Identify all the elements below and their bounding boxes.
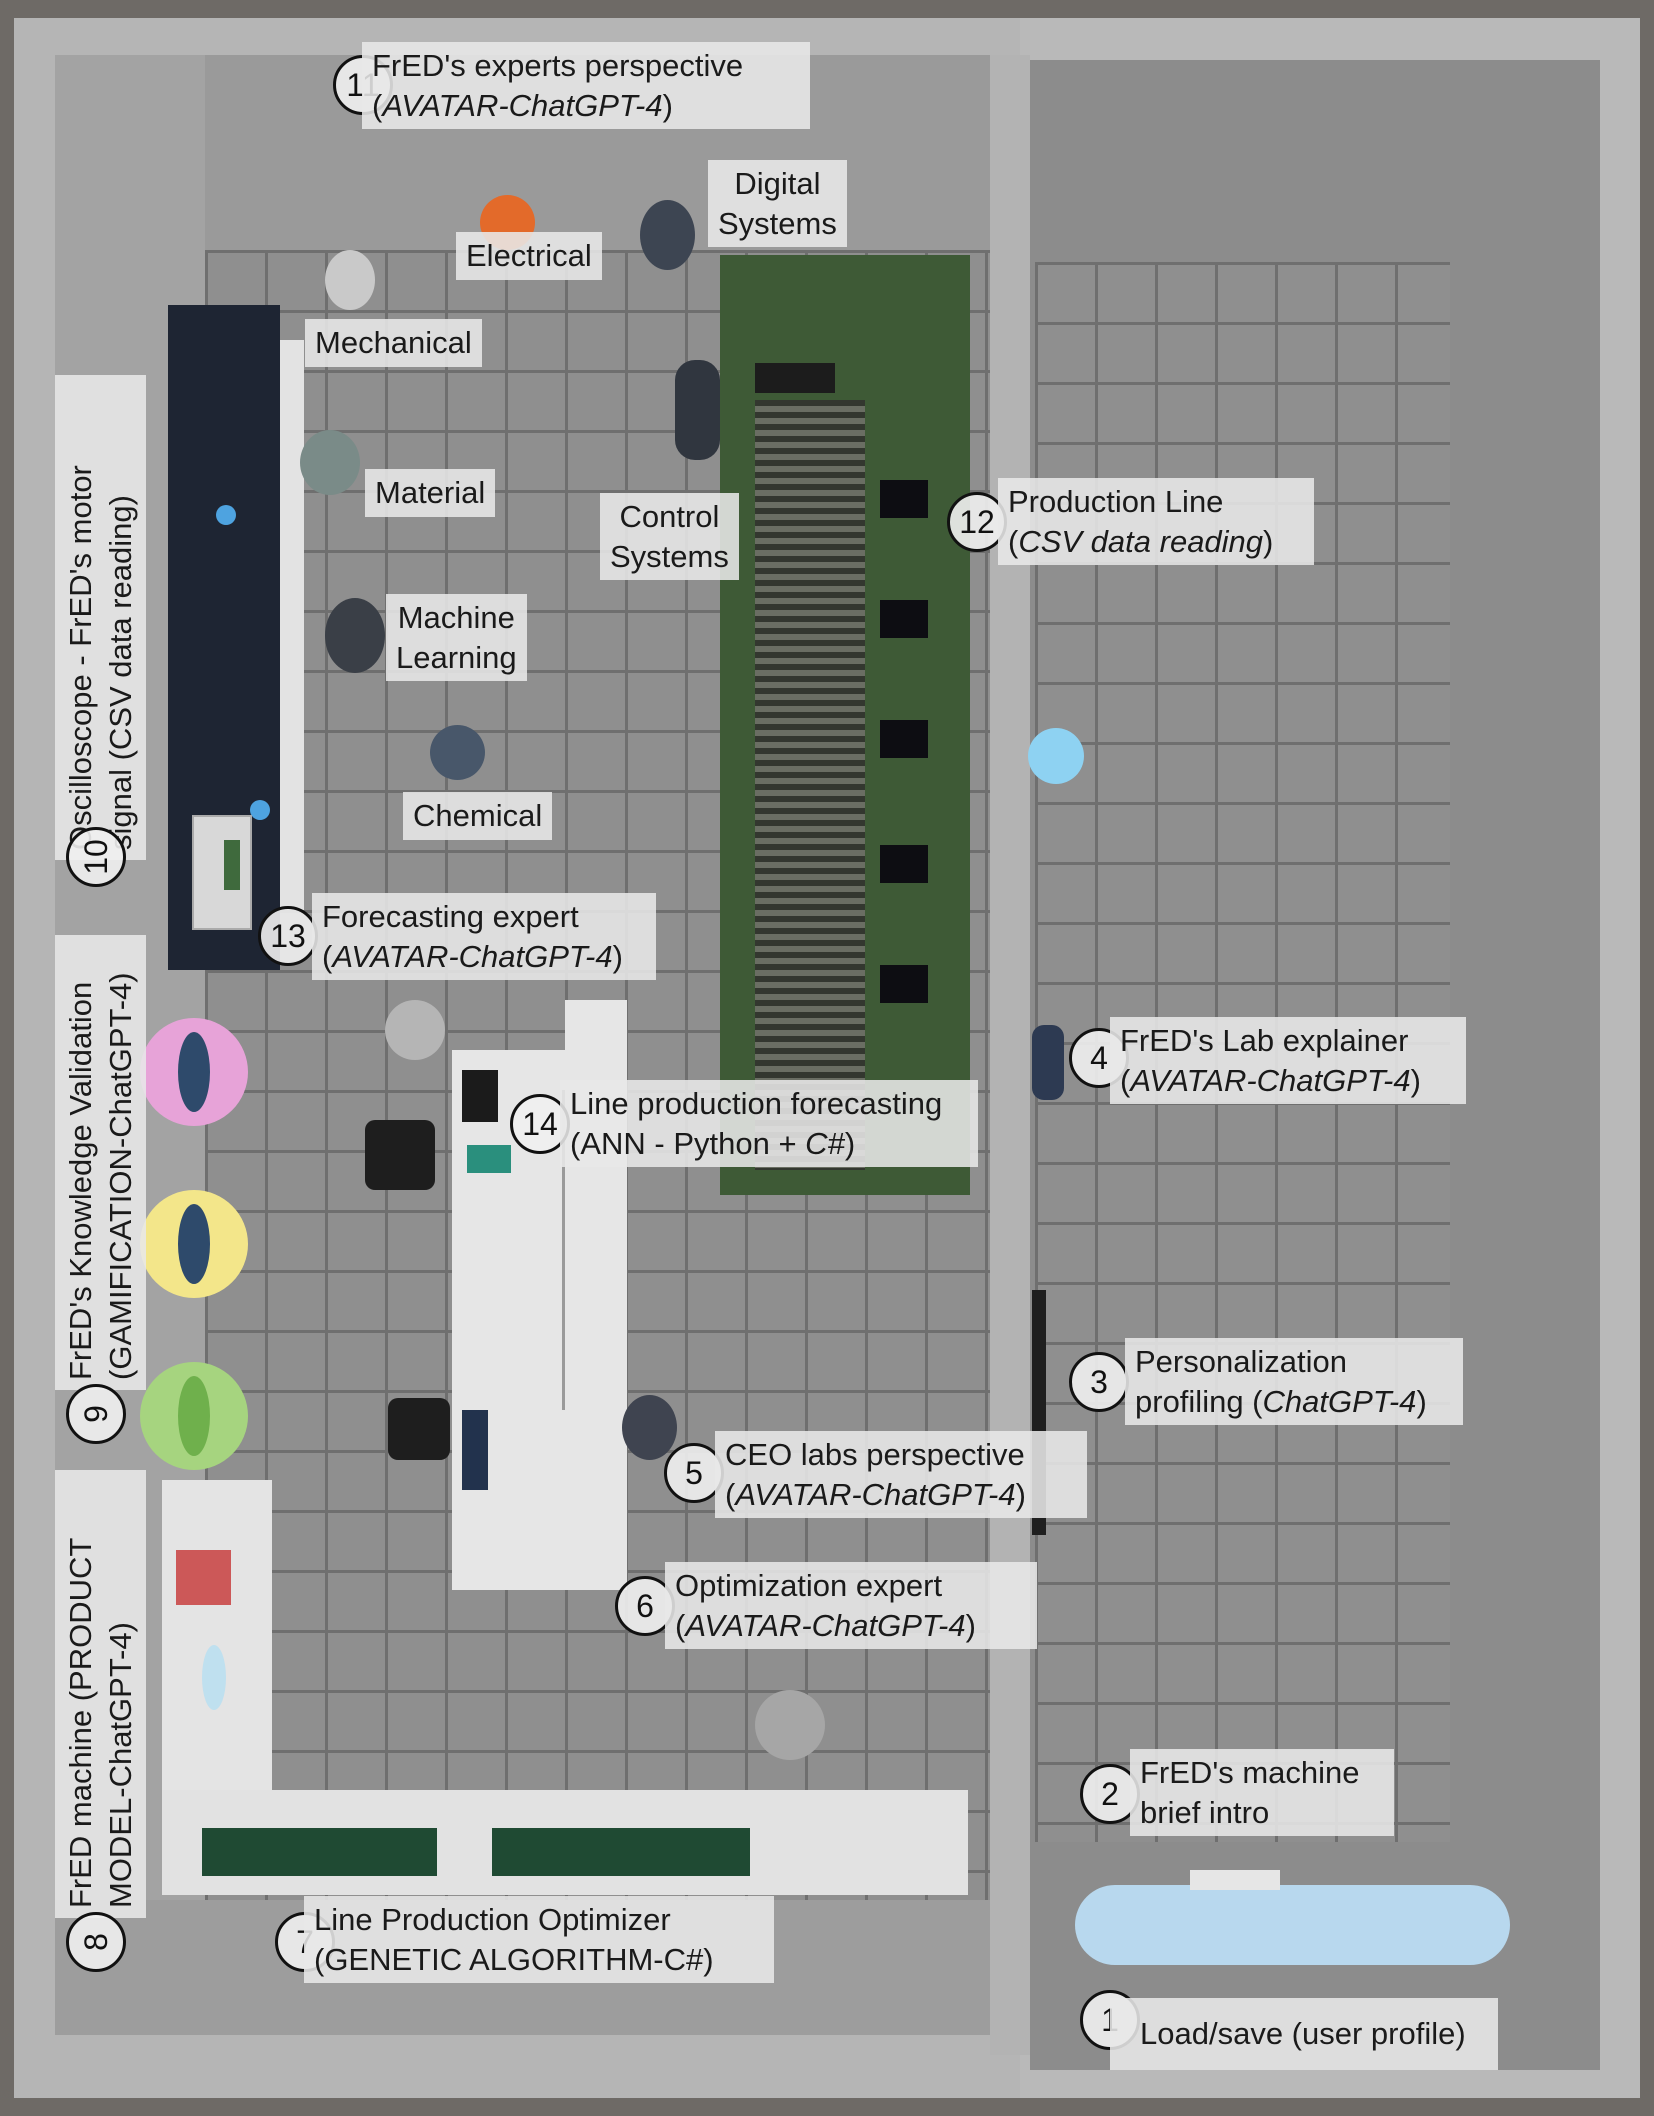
- label-fred-machine: FrED machine (PRODUCT MODEL-ChatGPT-4): [55, 1470, 147, 1918]
- chair-icon: [365, 1120, 435, 1190]
- label-material: Material: [365, 469, 496, 517]
- label-line-forecasting: Line production forecasting (ANN - Pytho…: [560, 1080, 978, 1168]
- avatar: [1032, 1025, 1064, 1100]
- conveyor-head: [755, 363, 835, 393]
- label-experts-perspective: FrED's experts perspective (AVATAR-ChatG…: [362, 42, 810, 130]
- portal-yellow: [140, 1190, 248, 1298]
- optimizer-table: [162, 1790, 968, 1895]
- label-ceo-perspective: CEO labs perspective (AVATAR-ChatGPT-4): [715, 1431, 1087, 1519]
- portal-core: [178, 1204, 210, 1284]
- info-icon: [216, 505, 236, 525]
- portal-core: [178, 1376, 210, 1456]
- label-knowledge-validation: FrED's Knowledge Validation (GAMIFICATIO…: [55, 935, 147, 1390]
- label-lab-explainer: FrED's Lab explainer (AVATAR-ChatGPT-4): [1110, 1017, 1466, 1105]
- avatar: [385, 1000, 445, 1060]
- laptop-icon: [467, 1145, 511, 1173]
- label-load-save: Load/save (user profile): [1110, 1998, 1498, 2070]
- load-save-cloud-top: [1190, 1870, 1280, 1890]
- label-electrical: Electrical: [456, 232, 602, 280]
- avatar: [755, 1690, 825, 1760]
- left-shelf: [280, 340, 304, 910]
- label-machine-learning: Machine Learning: [386, 594, 527, 682]
- station-screen: [880, 845, 928, 883]
- info-icon: [250, 800, 270, 820]
- optimizer-screen: [202, 1828, 437, 1876]
- avatar: [300, 430, 360, 495]
- avatar: [325, 250, 375, 310]
- label-oscilloscope: Oscilloscope - FrED's motor signal (CSV …: [55, 375, 147, 860]
- label-optimization-expert: Optimization expert (AVATAR-ChatGPT-4): [665, 1562, 1037, 1650]
- oscilloscope-panel: [168, 305, 280, 970]
- oscilloscope-device: [192, 815, 252, 930]
- portal-core: [178, 1032, 210, 1112]
- station-screen: [880, 965, 928, 1003]
- monitor-icon: [462, 1070, 498, 1122]
- portal-pink: [140, 1018, 248, 1126]
- station-screen: [880, 600, 928, 638]
- left-cabinet: [162, 1480, 272, 1790]
- avatar: [640, 200, 695, 270]
- marker-8: 8: [66, 1912, 126, 1972]
- hologram: [202, 1645, 226, 1710]
- divider-wall: [990, 55, 1030, 2055]
- marker-9: 9: [66, 1384, 126, 1444]
- conveyor-belt: [755, 400, 865, 1170]
- load-save-cloud: [1075, 1885, 1510, 1965]
- production-line: [720, 255, 970, 1195]
- portal-green: [140, 1362, 248, 1470]
- marker-10: 10: [66, 827, 126, 887]
- label-forecasting-expert: Forecasting expert (AVATAR-ChatGPT-4): [312, 893, 656, 981]
- marker-3: 3: [1069, 1352, 1129, 1412]
- avatar: [622, 1395, 677, 1460]
- avatar: [430, 725, 485, 780]
- marker-12: 12: [947, 492, 1007, 552]
- label-personalization: Personalization profiling (ChatGPT-4): [1125, 1338, 1463, 1426]
- label-production-line: Production Line (CSV data reading): [998, 478, 1314, 566]
- label-machine-intro: FrED's machine brief intro: [1130, 1749, 1394, 1837]
- station-screen: [880, 720, 928, 758]
- avatar: [675, 360, 720, 460]
- fred-machine-model: [176, 1550, 231, 1605]
- label-control-systems: Control Systems: [600, 493, 739, 581]
- optimizer-screen: [492, 1828, 750, 1876]
- label-line-optimizer: Line Production Optimizer (GENETIC ALGOR…: [304, 1896, 774, 1984]
- label-digital-systems: Digital Systems: [708, 160, 847, 248]
- station-screen: [880, 480, 928, 518]
- computer-icon: [462, 1410, 488, 1490]
- oscilloscope-screen: [224, 840, 240, 890]
- blue-orb: [1028, 728, 1084, 784]
- avatar: [325, 598, 385, 673]
- marker-13: 13: [258, 906, 318, 966]
- marker-5: 5: [664, 1443, 724, 1503]
- label-mechanical: Mechanical: [305, 319, 482, 367]
- chair-icon: [388, 1398, 450, 1460]
- label-chemical: Chemical: [403, 792, 553, 840]
